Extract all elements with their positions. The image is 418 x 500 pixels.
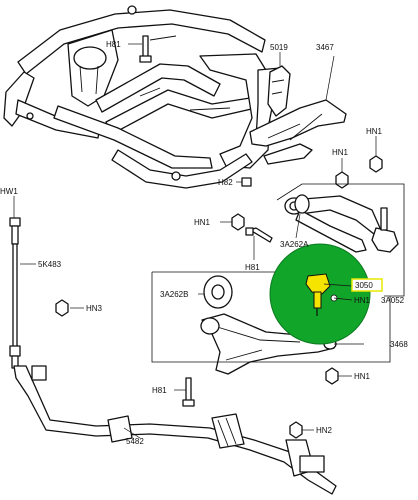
- anti-roll-bar-5482: [13, 365, 337, 495]
- label-h81-top: H81: [106, 40, 121, 49]
- label-3a262b: 3A262B: [160, 290, 188, 299]
- bracket-5019: [267, 65, 291, 117]
- label-3a052: 3A052: [381, 296, 405, 305]
- leader-lines: [13, 43, 377, 439]
- label-5482: 5482: [126, 437, 144, 446]
- label-hn1-mid: HN1: [332, 148, 349, 157]
- assembly-box-upper: [276, 183, 405, 297]
- label-5019: 5019: [270, 43, 288, 52]
- label-3a262a: 3A262A: [280, 240, 309, 249]
- label-5k483: 5K483: [38, 260, 62, 269]
- bolt-h81-low: [182, 377, 195, 407]
- label-hn3: HN3: [86, 304, 103, 313]
- label-hw1: HW1: [0, 187, 18, 196]
- bushing-3a262a: [294, 194, 310, 214]
- assembly-box-lower: [151, 271, 391, 363]
- label-h81-low: H81: [152, 386, 167, 395]
- callout-labels: H81 5019 3467 HN1 HN1 H82 HW1 5K483 HN1 …: [0, 40, 408, 446]
- label-h81-mid: H81: [245, 263, 260, 272]
- label-hn1-small: HN1: [354, 296, 371, 305]
- bolt-h82: [241, 177, 252, 187]
- label-3467: 3467: [316, 43, 334, 52]
- nut-hn1-low: [325, 367, 339, 385]
- lower-arm-3468: [200, 275, 337, 375]
- highlight-label-box: [351, 278, 383, 292]
- label-hn1-low: HN1: [354, 372, 371, 381]
- nut-hn1-right: [369, 155, 383, 173]
- bolt-h81-mid: [245, 227, 273, 243]
- nut-hn1-left: [231, 213, 245, 231]
- label-hn1-left: HN1: [194, 218, 211, 227]
- label-3468: 3468: [390, 340, 408, 349]
- label-3050: 3050: [355, 281, 373, 290]
- nut-hn3: [55, 299, 69, 317]
- label-h82: H82: [218, 178, 233, 187]
- label-hn2: HN2: [316, 426, 333, 435]
- nut-hn1-mid: [335, 171, 349, 189]
- sway-bar-link-5k483: [9, 217, 21, 369]
- nut-hn2: [289, 421, 303, 439]
- front-subframe: [3, 5, 283, 189]
- ball-joint-3050: [305, 273, 353, 316]
- shield-3467: [249, 99, 347, 165]
- bolt-h81-top: [139, 35, 152, 63]
- label-hn1-right: HN1: [366, 127, 383, 136]
